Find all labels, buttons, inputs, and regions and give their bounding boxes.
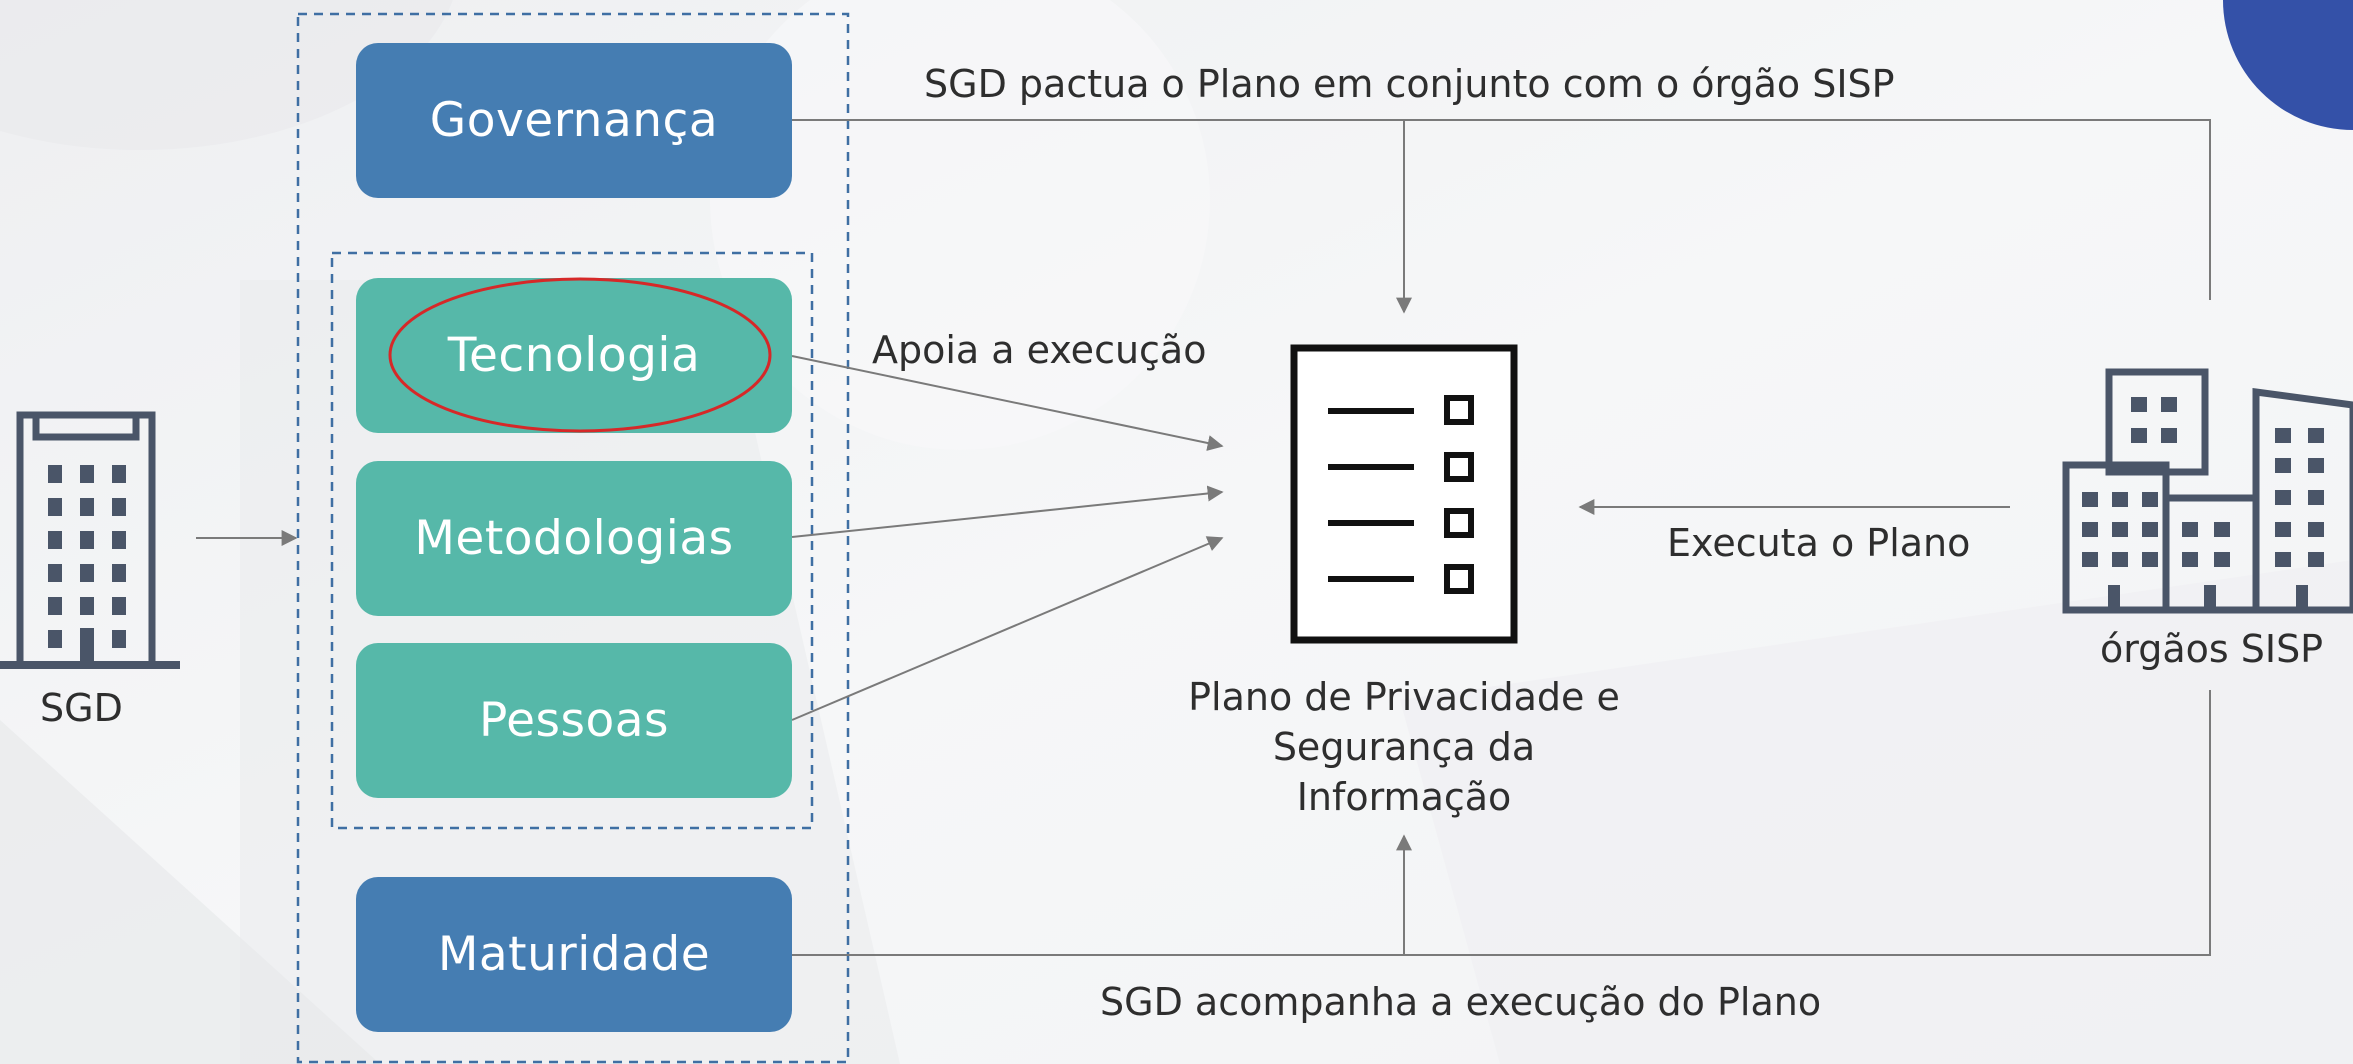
buildings-icon	[2062, 368, 2353, 614]
edge-execute-label: Executa o Plano	[1667, 521, 1971, 565]
connector-bottom	[790, 690, 2211, 956]
orgaos-sisp-label: órgãos SISP	[2100, 627, 2324, 671]
pillar-governanca: Governança	[356, 43, 792, 198]
pillar-metodologias-label: Metodologias	[414, 511, 734, 566]
tecnologia-highlight-ellipse	[388, 277, 772, 433]
building-icon	[0, 411, 180, 669]
document-label-line-3: Informação	[1296, 775, 1512, 819]
pillar-governanca-label: Governança	[429, 93, 719, 148]
pillar-tecnologia-label: Tecnologia	[447, 328, 701, 383]
document-label-line-2: Segurança da	[1272, 725, 1536, 769]
pillar-maturidade: Maturidade	[356, 877, 792, 1032]
edge-bottom-label: SGD acompanha a execução do Plano	[1100, 980, 1822, 1024]
pillar-pessoas-label: Pessoas	[478, 693, 670, 748]
document-label-line-1: Plano de Privacidade e	[1188, 675, 1620, 719]
corner-accent	[2223, 0, 2353, 130]
pillars-inner-frame	[330, 251, 814, 830]
pillar-metodologias: Metodologias	[356, 461, 792, 616]
arrow-pessoas-to-document	[791, 536, 1224, 721]
checklist-document-icon	[1290, 344, 1518, 644]
connector-top	[790, 119, 2211, 300]
pillar-maturidade-label: Maturidade	[437, 927, 711, 982]
sgd-label: SGD	[40, 686, 123, 730]
document-label: Plano de Privacidade e Segurança da Info…	[1154, 672, 1654, 822]
arrow-metodologias-to-document	[791, 485, 1224, 538]
pillar-pessoas: Pessoas	[356, 643, 792, 798]
arrow-tecnologia-to-document	[791, 355, 1224, 451]
pillars-outer-frame	[296, 12, 850, 1064]
edge-top-label: SGD pactua o Plano em conjunto com o órg…	[924, 62, 1895, 106]
edge-support-label: Apoia a execução	[872, 328, 1207, 372]
